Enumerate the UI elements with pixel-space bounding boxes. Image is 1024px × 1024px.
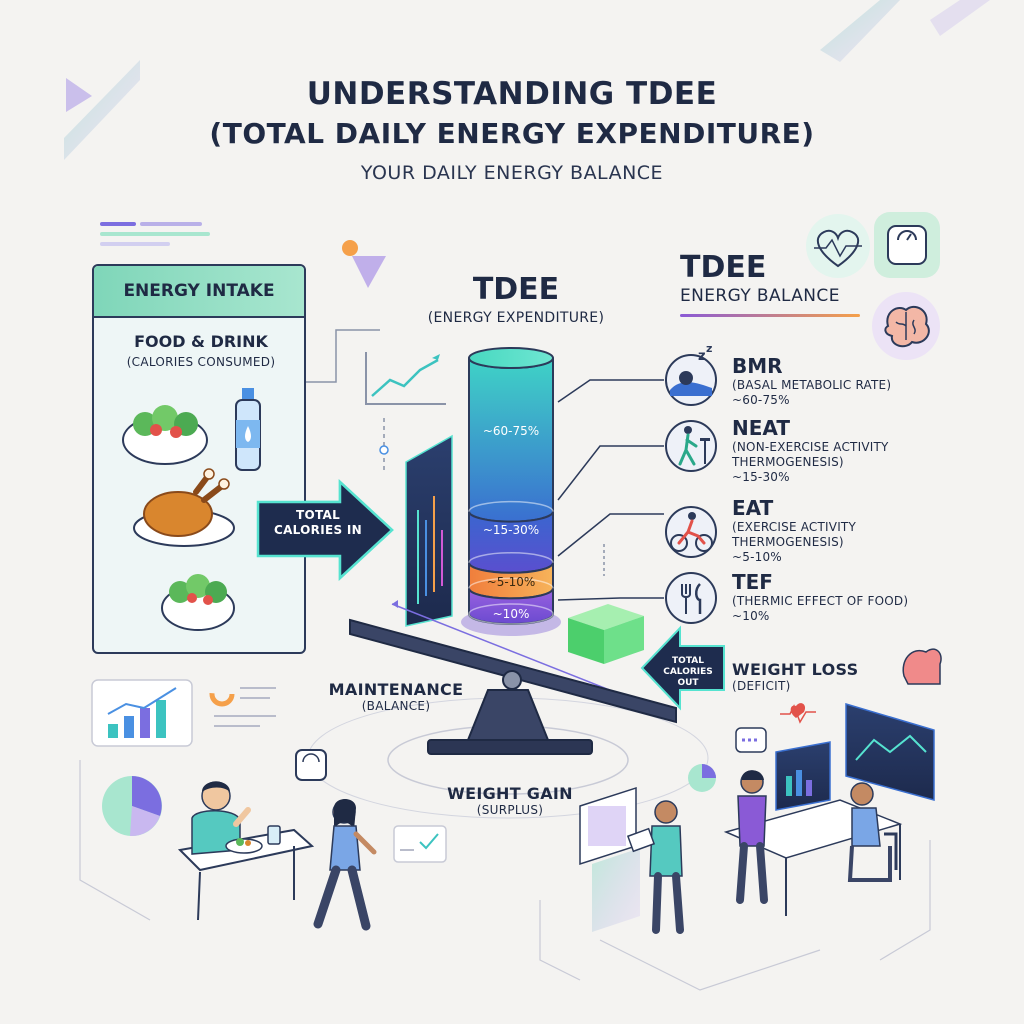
calories-out-arrow[interactable] (640, 625, 725, 711)
decor-bottom-lines (79, 760, 931, 991)
calories-consumed-label: (CALORIES CONSUMED) (126, 355, 276, 369)
tdee-cylinder (461, 347, 561, 636)
calories-in-line-2: CALORIES IN (273, 523, 363, 537)
tdee-balance-title: TDEE (680, 250, 767, 285)
calories-out-line-2: CALORIES (663, 667, 713, 677)
intake-connector-line (306, 329, 380, 383)
energy-intake-header: ENERGY INTAKE (94, 266, 304, 318)
calories-in-line-1: TOTAL (295, 508, 341, 522)
line-chart-icon (365, 352, 446, 405)
svg-text:z: z (706, 342, 712, 355)
water-bottle-front-icon (235, 388, 261, 471)
component-neat-name: NEAT (732, 416, 790, 440)
tdee-balance-subtitle: ENERGY BALANCE (680, 286, 840, 306)
heart-pulse-icon (806, 214, 870, 278)
checklist-card (393, 825, 447, 863)
calories-in-label: TOTAL CALORIES IN (258, 508, 378, 538)
salad-bowl-front-icon (122, 405, 208, 465)
component-bmr-name: BMR (732, 354, 783, 378)
person-eating-illustration (177, 781, 315, 921)
cycling-icon (665, 506, 717, 558)
component-tef-name: TEF (732, 570, 773, 594)
component-eat-pct: ~5-10% (732, 550, 782, 564)
component-neat-pct: ~15-30% (732, 470, 790, 484)
scale-icon-small (295, 749, 327, 781)
segment-label-eat: ~5-10% (486, 575, 536, 589)
tdee-underline (680, 314, 860, 317)
component-eat-desc-2: THERMOGENESIS) (732, 535, 844, 549)
decor-top-right (820, 0, 990, 62)
sleep-icon: z z (665, 342, 717, 406)
calories-out-line-1: TOTAL (672, 656, 704, 666)
bathroom-scale-icon (874, 212, 940, 278)
segment-label-neat: ~15-30% (482, 523, 540, 537)
calories-out-line-3: OUT (677, 678, 699, 688)
decor-top-left (64, 60, 140, 160)
walking-icon (665, 420, 717, 472)
energy-cube (568, 604, 644, 664)
component-tef-pct: ~10% (732, 609, 770, 623)
fork-knife-icon (665, 572, 717, 624)
component-tef: TEF (THERMIC EFFECT OF FOOD) ~10% (732, 570, 908, 623)
maintenance-label: MAINTENANCE (328, 680, 464, 699)
cylinder-separator (468, 603, 554, 625)
brain-icon (872, 292, 940, 360)
page-subtitle: YOUR DAILY ENERGY BALANCE (360, 162, 664, 184)
roast-chicken-front-icon (133, 468, 235, 547)
component-connectors (557, 379, 664, 601)
weight-gain-label-group: WEIGHT GAIN (SURPLUS) (440, 784, 580, 817)
segment-label-bmr: ~60-75% (482, 424, 540, 438)
flexed-arm-icon (902, 648, 942, 685)
food-drink-label: FOOD & DRINK (134, 332, 268, 351)
pie-chart-icon (102, 776, 162, 837)
calories-in-arrow-front[interactable] (256, 479, 394, 581)
weight-gain-label: WEIGHT GAIN (447, 784, 573, 803)
bar-chart-card (91, 679, 193, 747)
weight-loss-sub-label: (DEFICIT) (732, 679, 791, 693)
dashed-connector (379, 418, 389, 472)
component-neat-desc-2: THERMOGENESIS) (732, 455, 844, 469)
maintenance-sub-label: (BALANCE) (361, 699, 431, 713)
maintenance-label-group: MAINTENANCE (BALANCE) (326, 680, 466, 713)
walking-woman-illustration (313, 799, 377, 931)
component-eat: EAT (EXERCISE ACTIVITY THERMOGENESIS) ~5… (732, 496, 856, 564)
weight-loss-label: WEIGHT LOSS (732, 660, 859, 679)
svg-text:z: z (698, 349, 706, 364)
balance-seesaw (307, 600, 709, 819)
decor-triangle (342, 240, 386, 288)
weight-loss-label-group: WEIGHT LOSS (DEFICIT) (732, 660, 858, 693)
calories-out-label: TOTAL CALORIES OUT (656, 656, 720, 689)
kiosk-illustration (579, 786, 684, 934)
component-eat-name: EAT (732, 496, 774, 520)
page-title-line-1: UNDERSTANDING TDEE (306, 76, 718, 112)
weight-gain-sub-label: (SURPLUS) (476, 803, 544, 817)
decor-bars (100, 222, 210, 246)
data-screen-panel (405, 434, 453, 627)
office-workstation-illustration (688, 702, 935, 916)
component-neat: NEAT (NON-EXERCISE ACTIVITY THERMOGENESI… (732, 416, 889, 484)
component-bmr: BMR (BASAL METABOLIC RATE) ~60-75% (732, 354, 891, 407)
tdee-center-subtitle: (ENERGY EXPENDITURE) (427, 310, 605, 326)
donut-chart-icon (209, 681, 276, 727)
component-bmr-desc: (BASAL METABOLIC RATE) (732, 378, 892, 392)
salad-bowl-front-icon-2 (161, 574, 235, 631)
segment-label-tef: ~10% (492, 607, 530, 621)
component-bmr-pct: ~60-75% (732, 393, 790, 407)
tdee-center-title: TDEE (472, 272, 560, 307)
page-title-line-2: (TOTAL DAILY ENERGY EXPENDITURE) (209, 117, 815, 150)
component-neat-desc-1: (NON-EXERCISE ACTIVITY (732, 440, 889, 454)
component-tef-desc: (THERMIC EFFECT OF FOOD) (732, 594, 909, 608)
component-eat-desc-1: (EXERCISE ACTIVITY (732, 520, 856, 534)
